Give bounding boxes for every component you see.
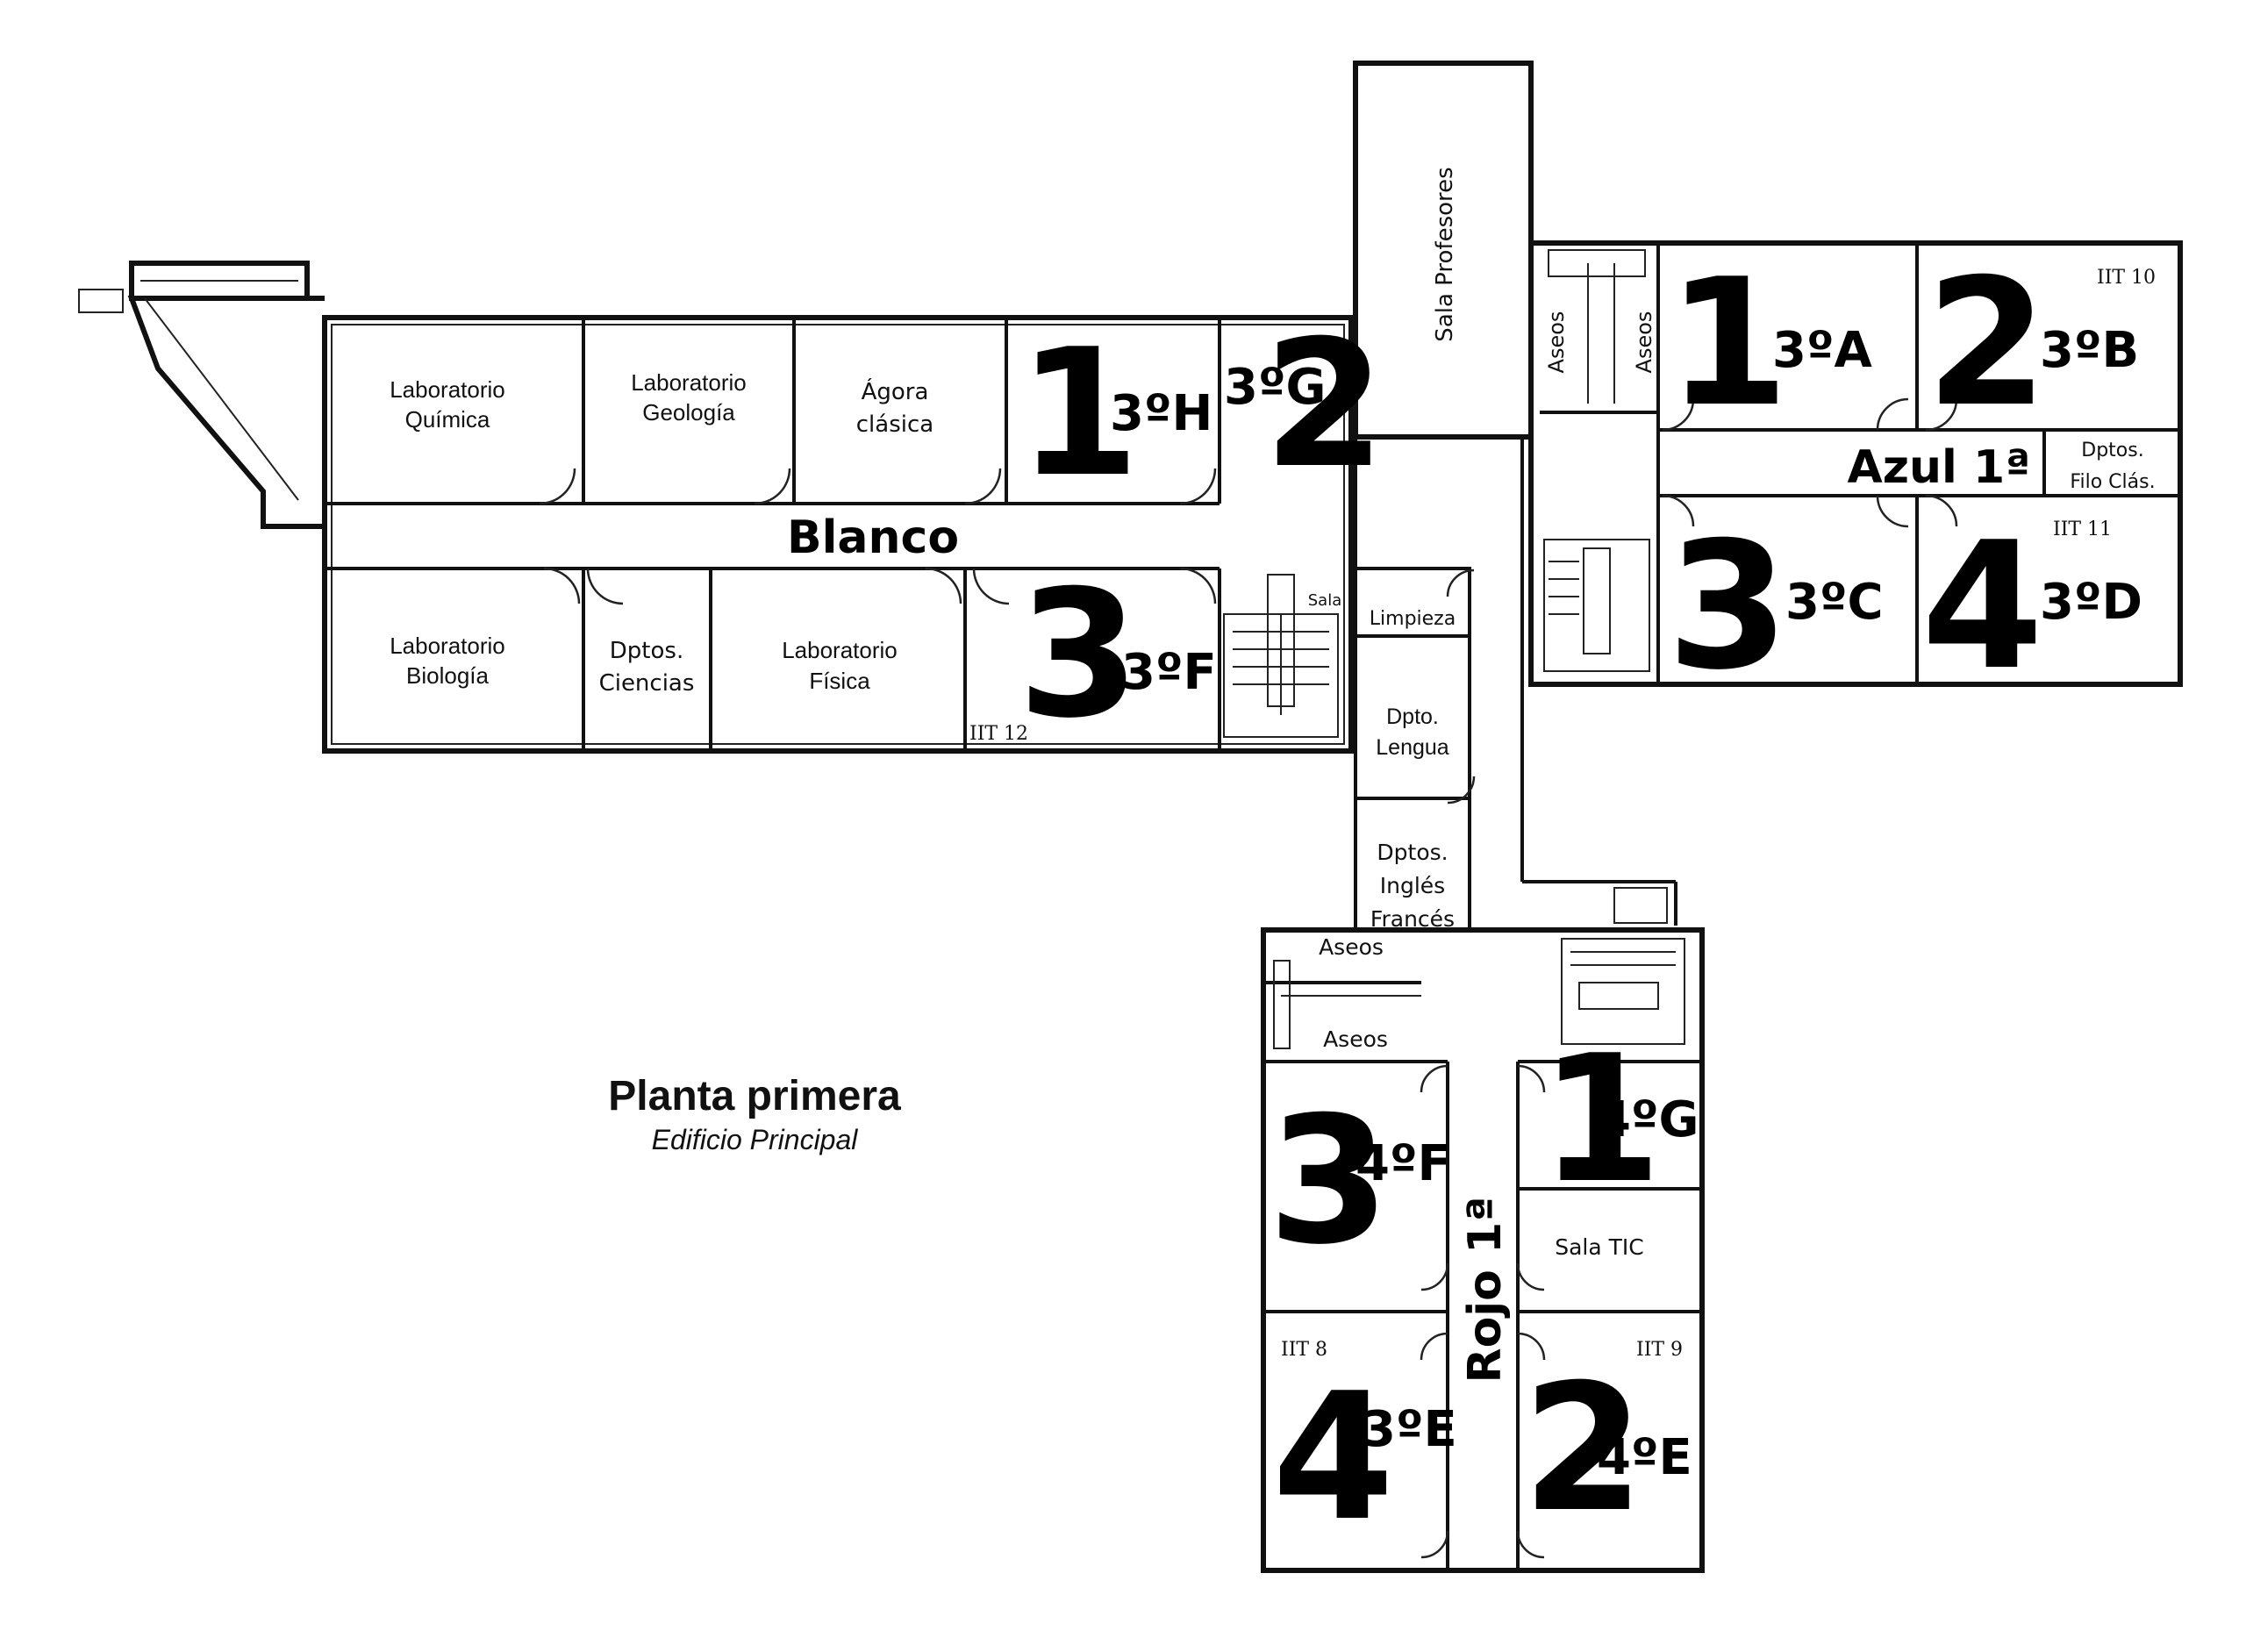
corridor-labels: Blanco Azul 1ª Rojo 1ª	[787, 441, 2031, 1383]
classroom-r2-number: 2	[1522, 1347, 1644, 1551]
corridor-blanco: Blanco	[787, 511, 959, 564]
label-lab-fisica-2: Física	[809, 668, 870, 694]
label-aseos-east-1: Aseos	[1544, 311, 1569, 374]
plan-title: Planta primera Edificio Principal	[608, 1073, 901, 1155]
corridor-azul: Azul 1ª	[1848, 441, 2031, 494]
label-aseos-south-1: Aseos	[1319, 934, 1384, 960]
label-dptos-filo-1: Dptos.	[2081, 440, 2143, 461]
classroom-r1-group: 4ºG	[1597, 1091, 1699, 1148]
classroom-r4-group: 3ºE	[1362, 1401, 1457, 1458]
label-aseos-east-2: Aseos	[1632, 311, 1656, 374]
label-iit9: IIT 9	[1636, 1339, 1683, 1361]
label-dpto-lengua-2: Lengua	[1376, 735, 1449, 760]
classroom-g-group: 3ºG	[1224, 359, 1327, 416]
classroom-r3-number: 3	[1268, 1079, 1390, 1284]
label-sala: Sala	[1308, 591, 1342, 610]
iit-labels: IIT 10 IIT 11 IIT 12 IIT 8 IIT 9	[969, 267, 2156, 1361]
classrooms: 1 3ºH 2 3ºG 3 3ºF 1 3ºA 2 3ºB 3 3ºC 4 3º…	[1018, 241, 2142, 1560]
label-sala-tic: Sala TIC	[1555, 1234, 1644, 1260]
label-lab-fisica-1: Laboratorio	[782, 637, 898, 663]
label-lab-geologia-1: Laboratorio	[631, 369, 747, 396]
classroom-c-number: 3	[1667, 504, 1789, 709]
label-iit12: IIT 12	[969, 723, 1028, 745]
classroom-d-number: 4	[1921, 504, 2043, 709]
classroom-b-group: 3ºB	[2040, 322, 2139, 379]
room-labels: Laboratorio Química Laboratorio Geología…	[390, 167, 2155, 1260]
plan-title-sub: Edificio Principal	[652, 1124, 859, 1155]
label-lab-quimica-2: Química	[405, 406, 490, 433]
classroom-d-group: 3ºD	[2040, 574, 2142, 631]
label-iit8: IIT 8	[1281, 1339, 1327, 1361]
label-lab-biologia-1: Laboratorio	[390, 633, 505, 659]
classroom-r3-group: 4ºF	[1355, 1135, 1451, 1192]
classroom-h-group: 3ºH	[1110, 385, 1212, 442]
label-dptos-ingles-1: Dptos.	[1377, 840, 1448, 865]
classroom-h-number: 1	[1018, 311, 1140, 516]
classroom-g-number: 2	[1263, 303, 1385, 507]
classroom-a-group: 3ºA	[1772, 322, 1873, 379]
label-limpieza: Limpieza	[1370, 608, 1456, 630]
classroom-f-group: 3ºF	[1121, 644, 1217, 701]
classroom-b-number: 2	[1926, 241, 2048, 446]
label-iit10: IIT 10	[2097, 267, 2156, 289]
label-dptos-ingles-2: Inglés	[1380, 873, 1445, 898]
classroom-c-group: 3ºC	[1785, 574, 1884, 631]
label-lab-quimica-1: Laboratorio	[390, 376, 505, 403]
central-block	[1353, 61, 1677, 932]
label-iit11: IIT 11	[2053, 518, 2112, 540]
classroom-f-number: 3	[1018, 553, 1140, 757]
label-dptos-filo-2: Filo Clás.	[2070, 471, 2155, 493]
label-lab-biologia-2: Biología	[406, 662, 489, 689]
east-wing	[1528, 240, 2183, 687]
label-dptos-ciencias-1: Dptos.	[610, 638, 683, 664]
label-dptos-ciencias-2: Ciencias	[599, 670, 695, 697]
classroom-r1-number: 1	[1540, 1018, 1662, 1222]
label-aseos-south-2: Aseos	[1323, 1026, 1388, 1052]
classroom-r2-group: 4ºE	[1597, 1429, 1692, 1486]
label-dptos-ingles-3: Francés	[1370, 906, 1455, 932]
label-lab-geologia-2: Geología	[642, 399, 735, 426]
label-sala-profesores: Sala Profesores	[1432, 167, 1458, 341]
plan-title-main: Planta primera	[608, 1073, 901, 1119]
south-wing	[1261, 927, 1705, 1573]
label-agora-1: Ágora	[862, 377, 929, 405]
west-wing	[78, 261, 1354, 754]
corridor-rojo: Rojo 1ª	[1459, 1197, 1512, 1384]
label-agora-2: clásica	[856, 411, 933, 438]
classroom-r4-number: 4	[1272, 1355, 1394, 1560]
classroom-a-number: 1	[1667, 241, 1789, 446]
label-dpto-lengua-1: Dpto.	[1386, 704, 1439, 729]
